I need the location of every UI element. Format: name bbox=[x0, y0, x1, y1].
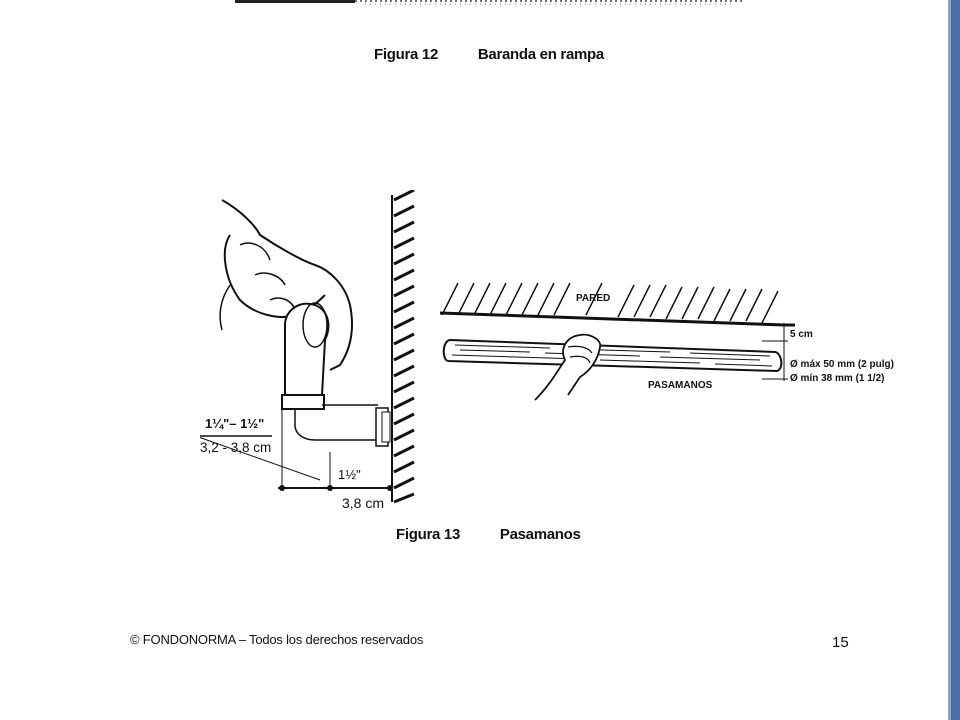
figure12-number: Figura 12 bbox=[374, 46, 438, 63]
footer-copyright: © FONDONORMA – Todos los derechos reserv… bbox=[130, 632, 424, 647]
handrail-elevation-drawing: PARED PASAMANOS 5 cm Ø máx 50 mm (2 pulg… bbox=[440, 282, 894, 401]
figure13-title: Pasamanos bbox=[499, 526, 581, 543]
dia-max-label: Ø máx 50 mm (2 pulg) bbox=[790, 359, 894, 370]
rail-diameter-cm: 3,2 - 3,8 cm bbox=[200, 440, 272, 455]
figure13-number: Figura 13 bbox=[396, 526, 460, 543]
slide-side-border bbox=[948, 0, 960, 720]
rail-diameter-fraction: 1¼"– 1½" bbox=[205, 416, 265, 431]
dia-min-label: Ø mín 38 mm (1 1/2) bbox=[790, 373, 884, 384]
figure12-caption: Figura 12 Baranda en rampa bbox=[374, 46, 604, 63]
previous-figure-edge bbox=[235, 0, 745, 5]
clearance-cm-label: 3,8 cm bbox=[342, 495, 384, 511]
clearance-inch-label: 1½" bbox=[338, 467, 361, 482]
figure13-caption: Figura 13 Pasamanos bbox=[396, 526, 581, 543]
figure12-title: Baranda en rampa bbox=[477, 46, 604, 63]
spacing-label: 5 cm bbox=[790, 329, 813, 340]
page-number: 15 bbox=[832, 634, 849, 651]
handrail-section-drawing: 1½" 3,8 cm bbox=[200, 190, 415, 511]
wall-label: PARED bbox=[576, 293, 610, 304]
rail-label: PASAMANOS bbox=[648, 380, 713, 391]
